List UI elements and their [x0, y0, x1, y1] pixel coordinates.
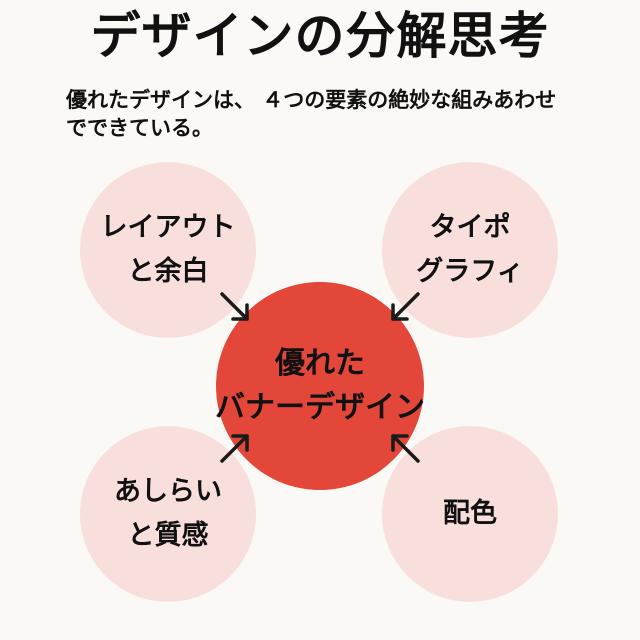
element-label-typography-line1: タイポ — [429, 212, 511, 243]
center-label-line1: 優れた — [275, 346, 365, 381]
element-label-layout-line2: と余白 — [127, 256, 209, 287]
element-label-texture: あしらい と質感 — [114, 470, 222, 558]
element-circle-texture: あしらい と質感 — [80, 426, 256, 602]
center-label-line2: バナーデザイン — [215, 390, 425, 425]
element-label-color: 配色 — [443, 492, 497, 536]
element-circle-layout: レイアウト と余白 — [80, 162, 256, 338]
page-title: デザインの分解思考 — [90, 7, 550, 65]
lead-line-2: でできている。 — [66, 116, 213, 140]
element-label-layout-line1: レイアウト — [100, 212, 236, 243]
element-label-texture-line1: あしらい — [114, 476, 222, 507]
element-label-texture-line2: と質感 — [127, 520, 209, 551]
element-label-typography: タイポ グラフィ — [416, 206, 523, 294]
center-label: 優れた バナーデザイン — [215, 342, 425, 430]
lead-line-1: 優れたデザインは、 ４つの要素の絶妙な組みあわせ — [66, 88, 557, 112]
center-circle: 優れた バナーデザイン — [215, 282, 425, 490]
element-circle-color: 配色 — [382, 426, 558, 602]
element-label-color-line1: 配色 — [443, 498, 497, 529]
element-circle-typography: タイポ グラフィ — [382, 162, 558, 338]
lead-text: 優れたデザインは、 ４つの要素の絶妙な組みあわせ でできている。 — [66, 86, 606, 142]
element-label-layout: レイアウト と余白 — [101, 206, 236, 294]
element-label-typography-line2: グラフィ — [416, 256, 524, 287]
